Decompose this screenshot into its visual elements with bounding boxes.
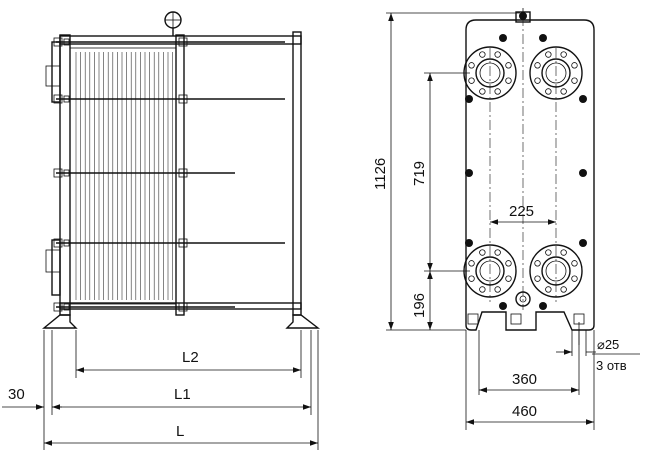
fixed-frame-plate xyxy=(59,34,71,316)
left-foot xyxy=(42,314,78,329)
bolt-studs xyxy=(465,12,587,310)
side-extension-lines xyxy=(43,330,319,450)
hole-count-label: 3 отв xyxy=(596,358,627,373)
foot-holes xyxy=(467,313,585,325)
pressure-plate xyxy=(175,34,185,316)
fixed-frame-flange xyxy=(51,41,61,103)
front-view: 1126 719 196 225 360 460 ⌀25 3 отв xyxy=(372,8,640,430)
hole-diameter-label: ⌀25 xyxy=(597,337,619,352)
drain-port xyxy=(515,291,531,307)
l1-label: L1 xyxy=(174,386,191,403)
l-label: L xyxy=(176,423,184,440)
side-view: L2 L1 L 30 xyxy=(2,11,321,450)
right-foot xyxy=(285,314,321,329)
tie-bolts xyxy=(53,37,285,312)
center-lines xyxy=(489,16,557,310)
offset-label: 30 xyxy=(8,386,25,403)
frame-outline xyxy=(465,19,595,331)
bottom-port-height-label: 196 xyxy=(411,293,428,318)
support-column xyxy=(292,31,302,316)
fixed-frame-flange-lower xyxy=(51,239,61,296)
hole-callout: ⌀25 3 отв xyxy=(556,322,640,373)
port-vertical-spacing-label: 719 xyxy=(411,161,428,186)
total-width-label: 460 xyxy=(512,403,537,420)
port-horizontal-spacing-label: 225 xyxy=(509,203,534,220)
plate-pack xyxy=(45,47,177,305)
foot-hole-spacing-label: 360 xyxy=(512,371,537,388)
total-height-label: 1126 xyxy=(372,158,389,190)
upper-carrying-bar xyxy=(59,35,302,45)
l2-label: L2 xyxy=(182,349,199,366)
